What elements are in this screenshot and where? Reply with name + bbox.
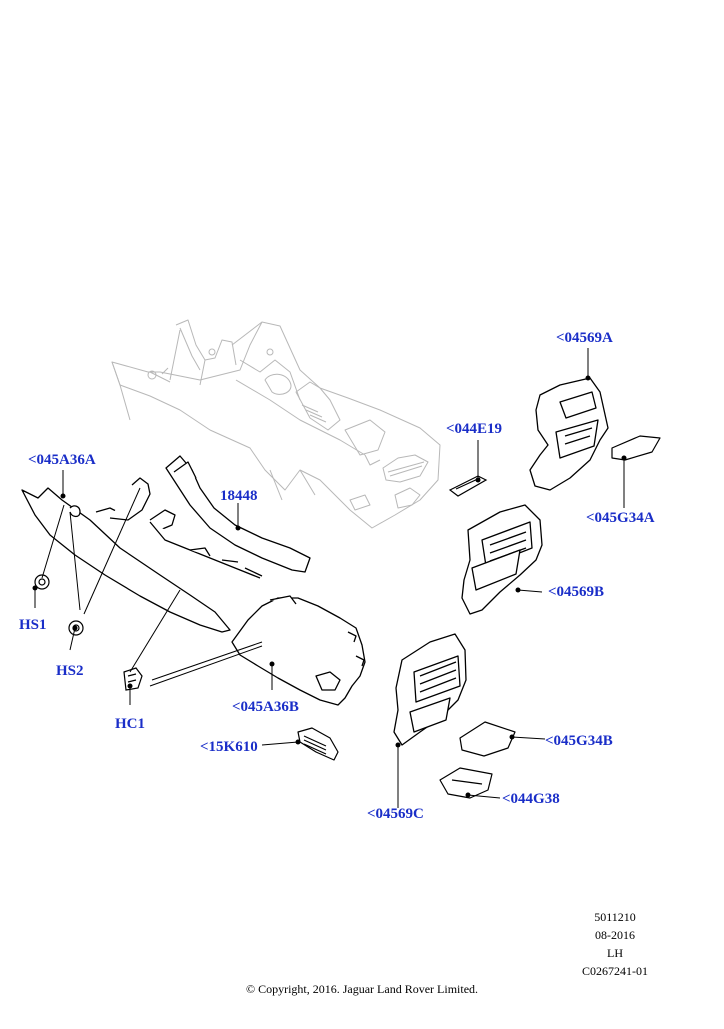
callout-04569C[interactable]: <04569C: [367, 806, 424, 822]
bracket-044G38: [439, 767, 493, 799]
console-assembly-ghost: [111, 319, 441, 529]
leader-dots: [32, 375, 627, 798]
rear-vent-housing-04569C: [393, 633, 467, 746]
callout-18448[interactable]: 18448: [220, 488, 258, 504]
vent-15K610: [297, 727, 339, 761]
connector-044E19: [448, 475, 488, 497]
callout-04569A[interactable]: <04569A: [556, 330, 613, 346]
callout-HS1[interactable]: HS1: [19, 617, 47, 633]
callout-HC1[interactable]: HC1: [115, 716, 145, 732]
console-side-panel-right: [231, 595, 366, 706]
drawing-date: 08-2016: [595, 928, 635, 942]
fasteners: [34, 574, 143, 691]
callout-15K610[interactable]: <15K610: [200, 739, 258, 755]
callout-045A36B[interactable]: <045A36B: [232, 699, 299, 715]
rear-vent-housing-04569A: [529, 377, 609, 491]
callout-HS2[interactable]: HS2: [56, 663, 84, 679]
cover-045G34A: [611, 435, 661, 461]
copyright-notice: © Copyright, 2016. Jaguar Land Rover Lim…: [245, 982, 479, 996]
ref-number: 5011210: [594, 910, 636, 924]
callout-044G38[interactable]: <044G38: [502, 791, 560, 807]
drawing-id: C0267241-01: [582, 964, 648, 978]
callout-044E19[interactable]: <044E19: [446, 421, 503, 437]
drawing-side: LH: [607, 946, 623, 960]
callout-045G34A[interactable]: <045G34A: [586, 510, 655, 526]
rear-vent-housing-04569B: [461, 504, 543, 615]
console-side-panel-left: [21, 477, 263, 633]
callout-04569B[interactable]: <04569B: [548, 584, 605, 600]
callout-045A36A[interactable]: <045A36A: [28, 452, 96, 468]
callout-045G34B[interactable]: <045G34B: [545, 733, 613, 749]
cover-045G34B: [459, 721, 516, 757]
trim-strip-18448: [165, 455, 311, 573]
clip-hc1-icon: [123, 667, 143, 691]
leader-lines: [34, 348, 625, 808]
